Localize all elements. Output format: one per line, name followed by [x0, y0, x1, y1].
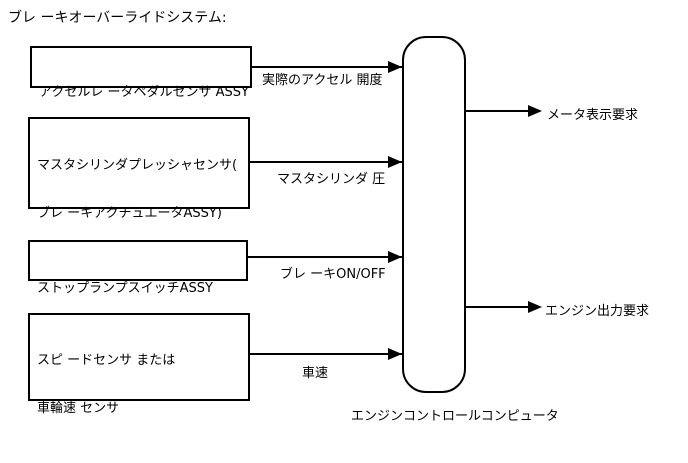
signal-label-master-cylinder-pressure: マスタシリンダ 圧 [277, 172, 386, 187]
source-box-master-cylinder-pressure-sensor: マスタシリンダプレッシャセンサ( ブレ ーキアクチュエータASSY) [28, 117, 250, 221]
controller-label: エンジンコントロールコンピュータ [351, 409, 559, 424]
signal-line-master-cylinder-pressure [250, 161, 402, 163]
source-box-label-line1: マスタシリンダプレッシャセンサ( [37, 158, 238, 173]
output-label-engine-output: エンジン出力要求 [545, 304, 650, 319]
source-box-label: アクセルレ ータペダルセンサ ASSY [39, 85, 249, 100]
source-box-label-line1: スピ ードセンサ または [37, 353, 176, 368]
source-box-stop-lamp-switch: ストップランプスイッチASSY [28, 240, 248, 296]
output-label-meter-display: メータ表示要求 [547, 108, 639, 123]
arrow-right-icon [528, 105, 542, 117]
output-line-engine-output [466, 306, 530, 308]
signal-line-vehicle-speed [250, 353, 402, 355]
signal-line-brake-on-off [248, 256, 402, 258]
signal-label-vehicle-speed: 車速 [302, 366, 329, 381]
page-title: ブレ ーキオーバーライドシステム: [8, 10, 227, 26]
arrow-right-icon [528, 301, 542, 313]
signal-line-accel-opening [252, 66, 402, 68]
controller-box-engine-control-computer [402, 36, 466, 393]
arrow-right-icon [388, 251, 402, 263]
signal-label-brake-on-off: ブレ ーキON/OFF [280, 267, 386, 282]
source-box-label-line2: 車輪速 センサ [37, 401, 120, 416]
source-box-label-line2: ブレ ーキアクチュエータASSY) [37, 206, 222, 221]
signal-label-accel-opening: 実際のアクセル 開度 [262, 73, 383, 88]
output-line-meter-display [466, 110, 530, 112]
source-box-speed-sensor: スピ ードセンサ または 車輪速 センサ [28, 313, 250, 416]
source-box-accelerator-pedal-sensor: アクセルレ ータペダルセンサ ASSY [30, 46, 252, 100]
source-box-label: ストップランプスイッチASSY [37, 281, 213, 296]
arrow-right-icon [388, 156, 402, 168]
arrow-right-icon [388, 61, 402, 73]
arrow-right-icon [388, 348, 402, 360]
